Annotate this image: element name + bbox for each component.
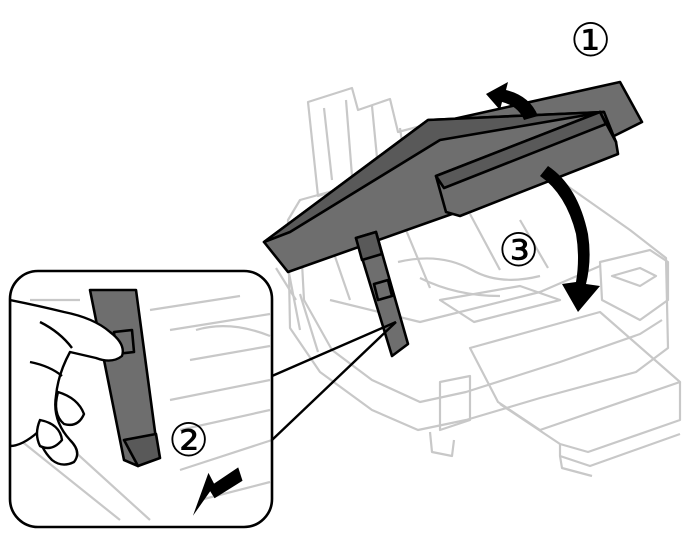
lower-arrow	[540, 166, 600, 312]
output-tray	[468, 310, 682, 432]
lift-arrow	[486, 82, 538, 120]
step-3-label: ③	[498, 223, 539, 277]
callout-lines	[271, 320, 397, 441]
push-arrow	[192, 467, 243, 516]
step-1-label: ①	[570, 13, 611, 67]
scanner-unit	[262, 80, 644, 358]
zoom-inset-frame	[8, 269, 274, 529]
motion-arrows	[486, 82, 600, 312]
zoom-inset	[8, 269, 274, 529]
step-labels: ① ③ ②	[168, 13, 611, 467]
step-2-label: ②	[168, 413, 209, 467]
hand	[10, 298, 124, 466]
